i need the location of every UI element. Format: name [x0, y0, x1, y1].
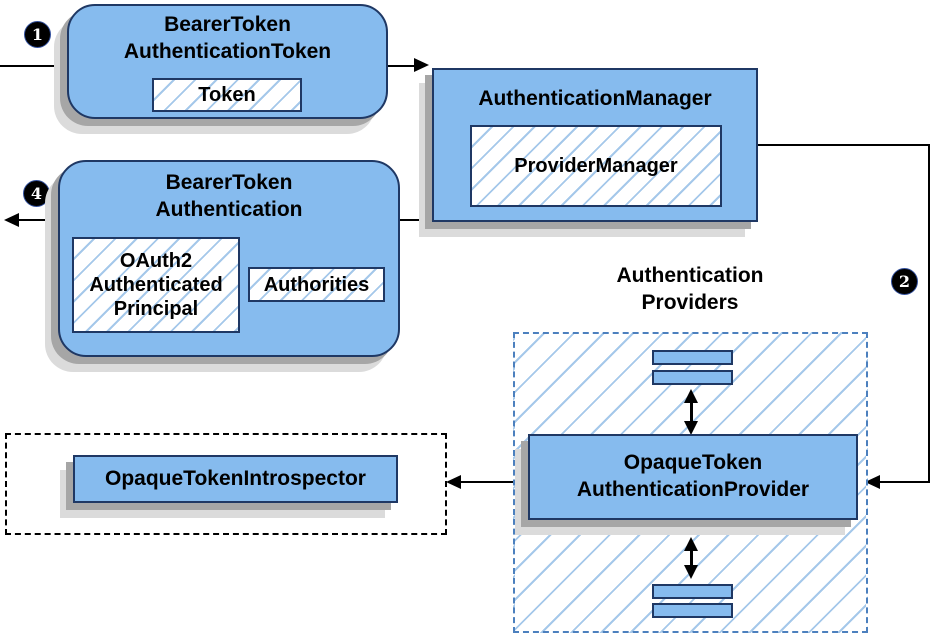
step-1-badge: 1 [24, 21, 51, 48]
arrowhead-right-icon [414, 58, 429, 72]
double-arrow-shaft [690, 549, 693, 567]
incoming-request-line [0, 65, 70, 67]
provider-list-bar-icon [652, 584, 733, 599]
provider-list-bar-icon [652, 603, 733, 618]
step-2-badge: 2 [891, 268, 918, 295]
bearer-token-authentication-token-title: BearerToken AuthenticationToken [123, 13, 332, 63]
bearer-token-authentication-token-node: BearerToken AuthenticationToken Token [67, 4, 388, 119]
token-to-manager-line [386, 65, 416, 67]
arrowhead-left-icon [446, 475, 461, 489]
provider-list-bar-icon [652, 370, 733, 385]
provider-to-introspector-line [460, 481, 515, 483]
authentication-manager-title: AuthenticationManager [478, 87, 712, 110]
arrowhead-down-icon [684, 421, 698, 435]
provider-list-bar-icon [652, 350, 733, 365]
arrowhead-left-icon [4, 213, 19, 227]
manager-to-authentication-line [398, 219, 434, 221]
bearer-token-authentication-title: BearerToken Authentication [155, 171, 303, 221]
manager-to-provider-line-bottom [879, 481, 928, 483]
authentication-manager-node: AuthenticationManager ProviderManager [432, 68, 758, 222]
bearer-token-authentication-node: BearerToken Authentication OAuth2 Authen… [58, 160, 400, 357]
token-box: Token [152, 78, 302, 112]
arrowhead-up-icon [684, 389, 698, 403]
step-4-badge: 4 [23, 180, 50, 207]
double-arrow-shaft [690, 401, 693, 423]
arrowhead-down-icon [684, 565, 698, 579]
opaque-token-introspector-node: OpaqueTokenIntrospector [73, 455, 398, 503]
oauth2-authenticated-principal-box: OAuth2 Authenticated Principal [72, 237, 240, 333]
arrowhead-up-icon [684, 537, 698, 551]
provider-manager-box: ProviderManager [470, 125, 722, 207]
authentication-providers-label: Authentication Providers [616, 264, 764, 314]
opaque-token-authentication-provider-node: OpaqueToken AuthenticationProvider [528, 434, 858, 520]
manager-to-provider-line-top [758, 144, 930, 146]
manager-to-provider-line-right [928, 144, 930, 483]
authentication-exit-line [16, 219, 60, 221]
authorities-box: Authorities [248, 267, 385, 302]
arrowhead-left-icon [865, 475, 880, 489]
